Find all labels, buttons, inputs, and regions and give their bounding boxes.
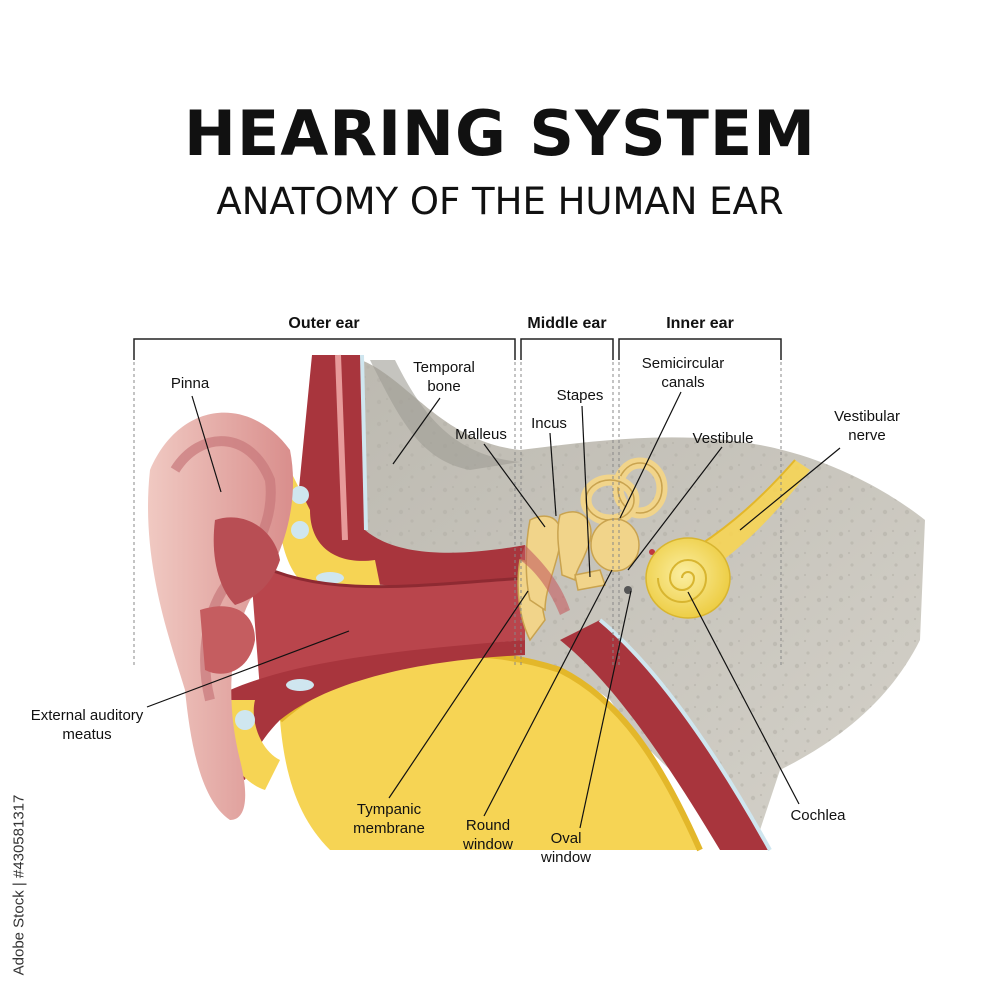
stock-id-text: Adobe Stock | #430581317 — [10, 794, 28, 976]
label-round-window: Round window — [462, 817, 514, 853]
leader-lines — [146, 391, 841, 829]
semicircular-canals-shape — [580, 457, 668, 594]
section-brackets — [133, 338, 782, 360]
label-temporal-bone: Temporal bone — [413, 359, 475, 395]
label-tympanic-membrane: Tympanic membrane — [353, 801, 425, 837]
ear-canal-shape — [222, 558, 526, 790]
section-dividers — [133, 362, 782, 668]
inner-ear-header: Inner ear — [666, 315, 734, 332]
middle-ear-header: Middle ear — [527, 315, 607, 332]
outer-ear-header: Outer ear — [288, 315, 360, 332]
label-vestibular-nerve: Vestibular nerve — [834, 408, 900, 444]
label-oval-window: Oval window — [540, 830, 592, 866]
cochlea-shape — [645, 537, 731, 619]
label-external-auditory-meatus: External auditory meatus — [30, 707, 144, 743]
diagram-subtitle: ANATOMY OF THE HUMAN EAR — [216, 180, 784, 223]
label-stapes: Stapes — [556, 387, 604, 404]
label-incus: Incus — [531, 415, 567, 432]
diagram-title: HEARING SYSTEM — [184, 97, 816, 170]
ear-canal-wall-shape — [279, 354, 525, 592]
label-semicircular-canals: Semicircular canals — [641, 355, 725, 391]
label-pinna: Pinna — [170, 375, 210, 392]
vestibular-nerve-shape — [699, 459, 810, 570]
label-cochlea: Cochlea — [790, 807, 846, 824]
ossicles-shape — [517, 511, 606, 642]
pinna-shape — [148, 412, 294, 820]
label-vestibule: Vestibule — [692, 430, 754, 447]
stock-id-watermark: Adobe Stock | #430581317 — [4, 770, 34, 1000]
temporal-bone-shape — [340, 355, 925, 830]
label-malleus: Malleus — [455, 426, 507, 443]
